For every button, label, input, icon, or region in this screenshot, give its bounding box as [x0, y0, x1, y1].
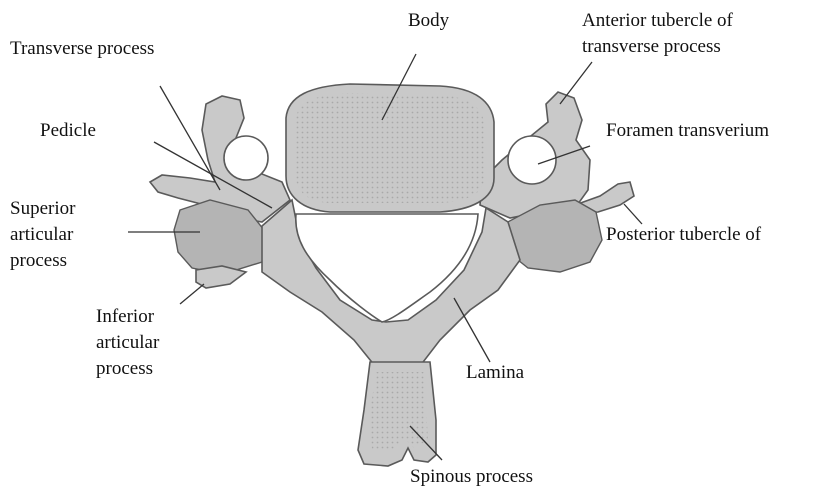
left-foramen-transversarium: [224, 136, 268, 180]
label-lamina: Lamina: [466, 362, 524, 384]
label-inferior-articular-line1: Inferior: [96, 306, 154, 328]
inferior-articular-leader: [180, 284, 204, 304]
spinous-process-texture: [370, 372, 428, 450]
vertebral-body-texture: [296, 93, 484, 203]
label-transverse-process: Transverse process: [10, 38, 154, 60]
right-transverse-process-shape: [480, 92, 634, 218]
label-inferior-articular-line2: articular: [96, 332, 159, 354]
label-anterior-tubercle-line2: transverse process: [582, 36, 721, 58]
label-superior-articular-line1: Superior: [10, 198, 75, 220]
label-superior-articular-line2: articular: [10, 224, 73, 246]
label-body: Body: [408, 10, 449, 32]
label-foramen-transverium: Foramen transverium: [606, 120, 769, 142]
label-anterior-tubercle-line1: Anterior tubercle of: [582, 10, 733, 32]
label-pedicle: Pedicle: [40, 120, 96, 142]
posterior-tubercle-leader: [624, 204, 642, 224]
label-spinous-process: Spinous process: [410, 466, 533, 488]
label-superior-articular-line3: process: [10, 250, 67, 272]
label-inferior-articular-line3: process: [96, 358, 153, 380]
label-posterior-tubercle: Posterior tubercle of: [606, 224, 761, 246]
anterior-tubercle-leader: [560, 62, 592, 104]
